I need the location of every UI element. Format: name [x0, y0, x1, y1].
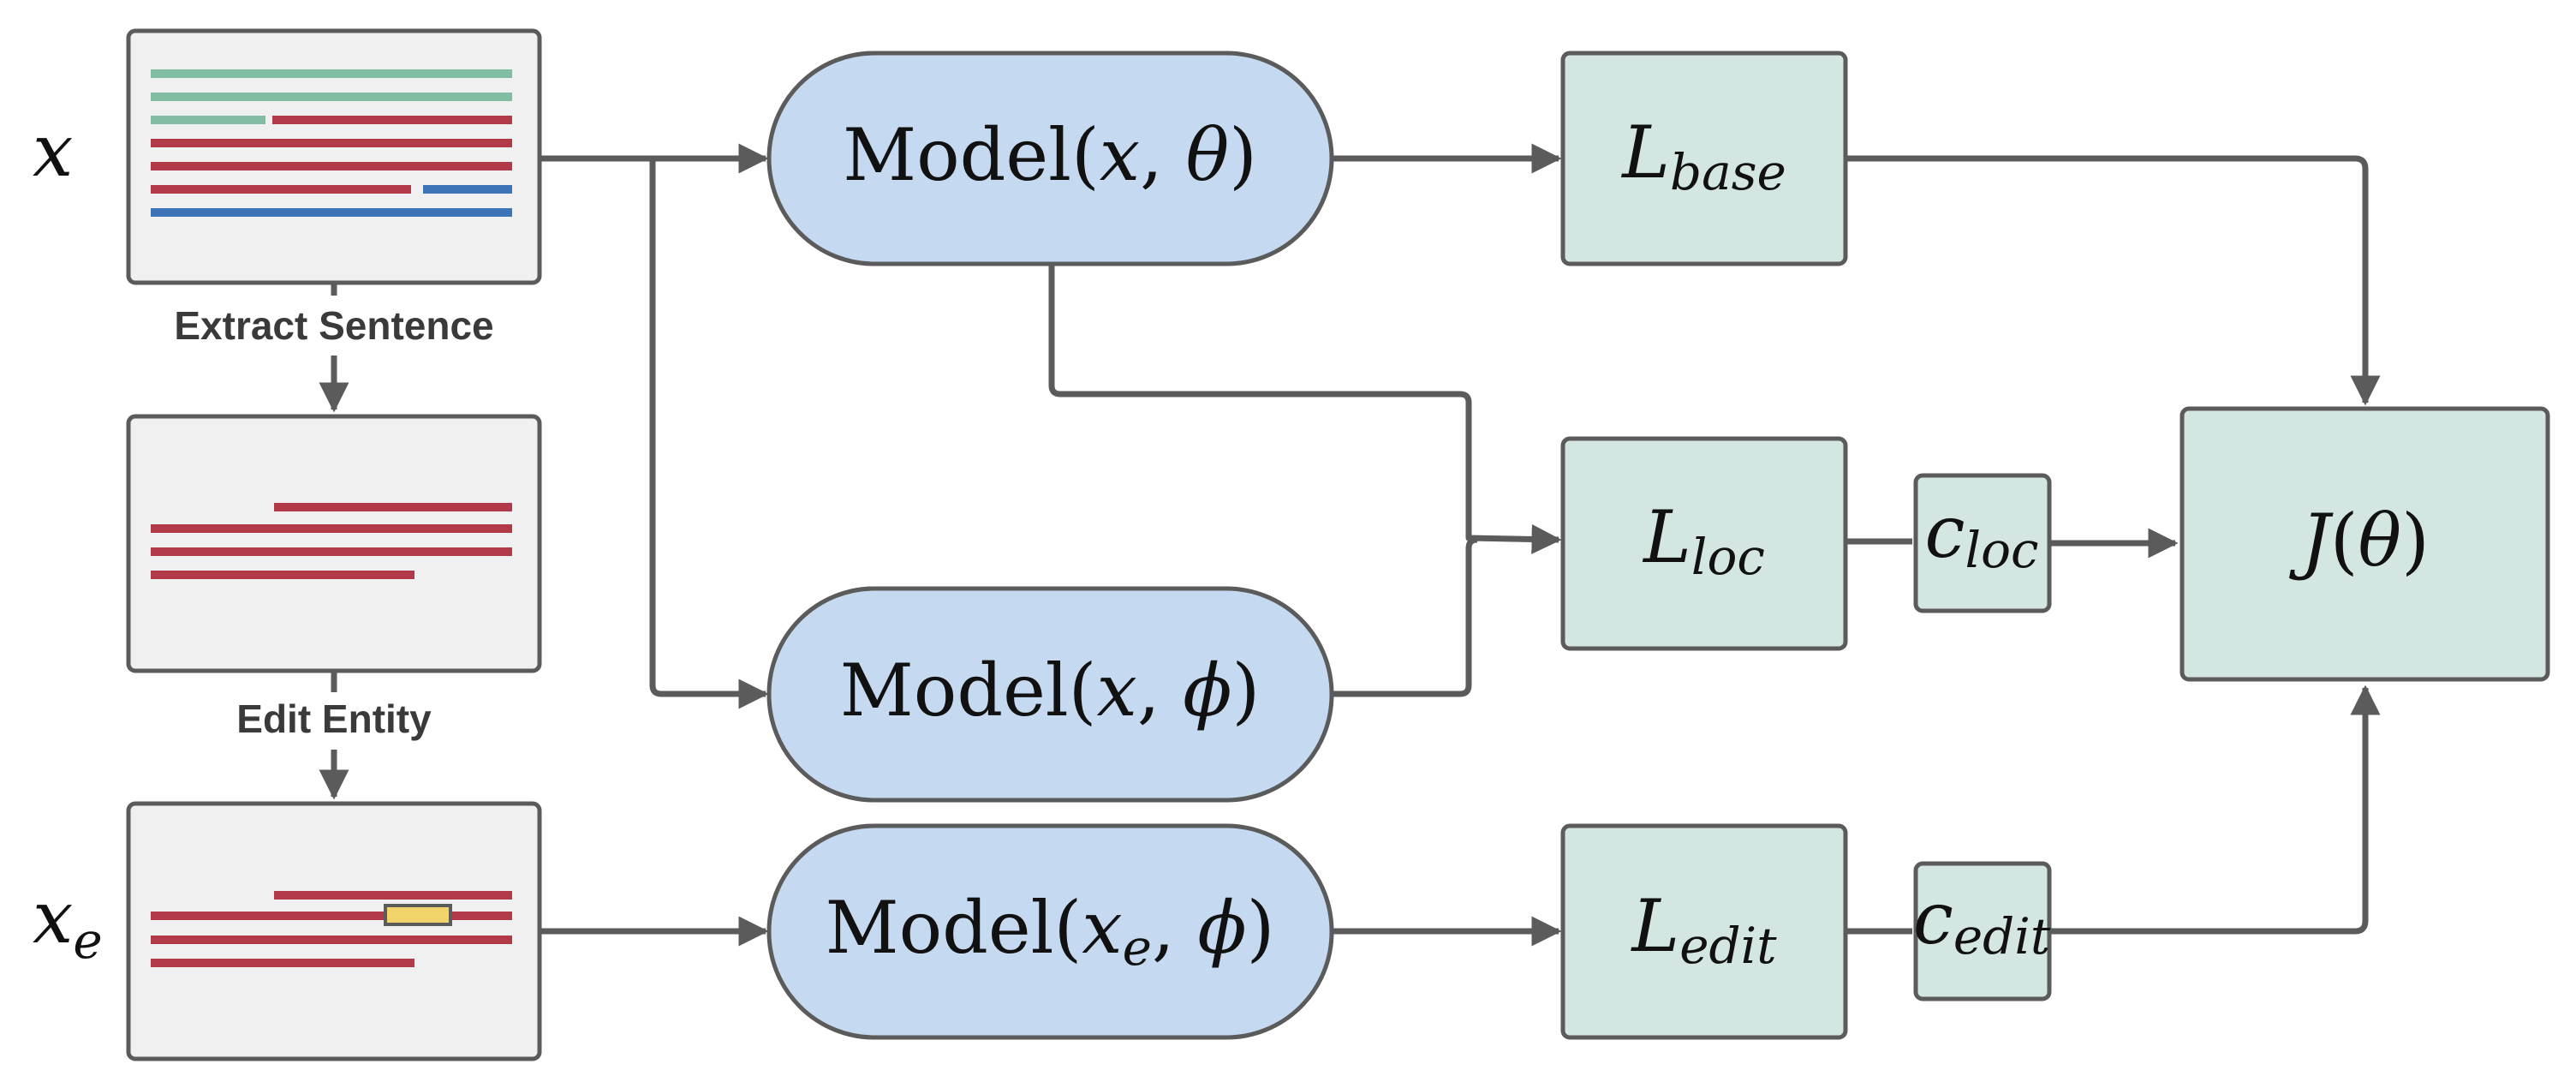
extracted-sentence-frame: [126, 414, 542, 673]
model-theta-node: Model(x, θ): [766, 51, 1334, 266]
step-edit-entity: Edit Entity: [236, 696, 432, 741]
loss-loc-label: Lloc: [1642, 495, 1765, 586]
model-theta-name: Model(: [843, 113, 1100, 197]
coef-edit-shape: [1913, 861, 2052, 1001]
model-edit-shape: [766, 823, 1334, 1040]
coef-loc-label: cloc: [1925, 490, 2039, 579]
extracted-sentence: [126, 414, 542, 673]
loss-edit-label: Ledit: [1630, 884, 1777, 975]
model-edit-name: Model(: [826, 886, 1082, 970]
objective-node: J(θ): [2179, 406, 2550, 682]
objective-label: J(θ): [2288, 499, 2430, 583]
loss-loc-shape: [1560, 436, 1848, 651]
model-phi-var: x: [1096, 649, 1136, 732]
loss-loc-sub: loc: [1691, 528, 1765, 586]
model-phi-param: ϕ: [1183, 649, 1231, 732]
edge-x-to-model-phi: [649, 158, 769, 709]
edited-sentence: [126, 801, 542, 1061]
coef-loc-main: c: [1925, 490, 1965, 574]
coef-loc-sub: loc: [1965, 521, 2039, 579]
input-xe-label: xe: [33, 876, 103, 970]
loss-edit-shape: [1560, 823, 1848, 1040]
coef-edit-node: cedit: [1913, 861, 2052, 1001]
model-phi-node: Model(x, ϕ): [766, 586, 1334, 803]
model-edit-sep: ,: [1152, 886, 1197, 970]
model-phi-label: Model(x, ϕ): [840, 649, 1261, 732]
model-edit-var: x: [1082, 886, 1122, 970]
input-xe-sub: e: [73, 912, 102, 970]
model-edit-label: Model(xe, ϕ): [826, 886, 1275, 977]
step-extract-sentence: Extract Sentence: [174, 303, 493, 348]
objective-shape: [2179, 406, 2550, 682]
model-theta-sep: ,: [1140, 113, 1185, 197]
model-edit-node: Model(xe, ϕ): [766, 823, 1334, 1040]
loss-edit-sub: edit: [1679, 917, 1777, 975]
loss-base-main: L: [1620, 111, 1670, 194]
model-theta-close: ): [1229, 113, 1257, 197]
loss-loc-node: Lloc: [1560, 436, 1848, 651]
loss-edit-main: L: [1630, 884, 1679, 968]
model-edit-close: ): [1247, 886, 1275, 970]
coef-loc-node: cloc: [1913, 473, 2052, 613]
model-theta-var: x: [1100, 113, 1140, 197]
model-phi-shape: [766, 586, 1334, 803]
loss-base-node: Lbase: [1560, 51, 1848, 266]
edited-sentence-frame: [126, 801, 542, 1061]
model-theta-label: Model(x, θ): [843, 113, 1257, 197]
objective-open: (: [2330, 499, 2358, 583]
input-x-label: x: [33, 109, 73, 193]
edge-model-phi-to-lloc: [1332, 536, 1478, 697]
input-xe-main: x: [33, 876, 73, 959]
model-edit-var-sub: e: [1123, 918, 1152, 977]
model-phi-name: Model(: [840, 649, 1097, 732]
loss-base-sub: base: [1670, 143, 1786, 201]
model-phi-sep: ,: [1137, 649, 1183, 732]
edge-lbase-to-objective: [1846, 155, 2381, 406]
coef-edit-main: c: [1913, 876, 1953, 960]
loss-base-shape: [1560, 51, 1848, 266]
edge-model-theta-to-lloc: [1048, 264, 1562, 554]
loss-loc-main: L: [1642, 495, 1691, 579]
edited-entity-highlight: [384, 904, 452, 926]
model-theta-param: θ: [1186, 113, 1230, 197]
objective-close: ): [2401, 499, 2430, 583]
model-edit-param: ϕ: [1197, 886, 1246, 970]
coef-loc-shape: [1913, 473, 2052, 613]
loss-base-label: Lbase: [1620, 111, 1786, 201]
objective-param: θ: [2358, 499, 2402, 583]
loss-edit-node: Ledit: [1560, 823, 1848, 1040]
model-phi-close: ): [1231, 649, 1260, 732]
coef-edit-label: cedit: [1913, 876, 2051, 965]
coef-edit-sub: edit: [1953, 907, 2051, 965]
model-theta-shape: [766, 51, 1334, 266]
document-x: [126, 28, 542, 285]
edge-cedit-to-objective: [2049, 684, 2381, 935]
edges: [319, 143, 2381, 947]
document-x-frame: [126, 28, 542, 285]
